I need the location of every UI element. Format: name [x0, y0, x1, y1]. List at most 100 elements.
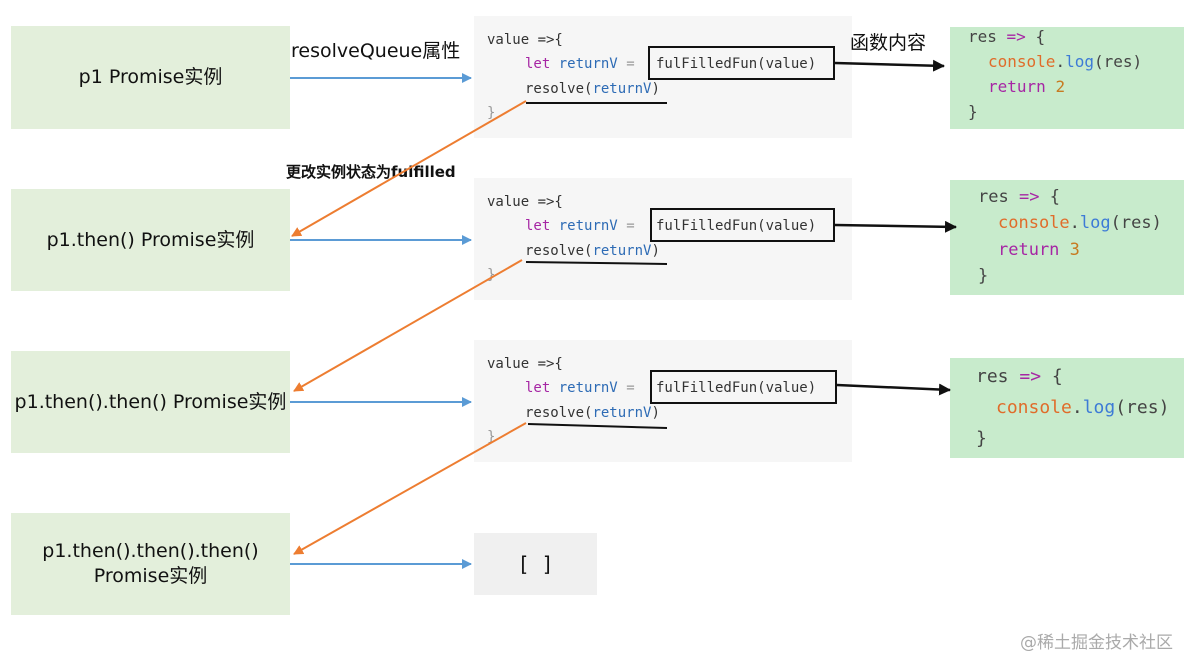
- call-highlight-box: [650, 370, 837, 404]
- code-block-2: value =>{ let returnV = fulFilledFun(val…: [474, 178, 852, 300]
- res-line-console: console.log(res): [996, 397, 1169, 418]
- resolve-queue-label: resolveQueue属性: [291, 40, 461, 62]
- dot: .: [1055, 52, 1066, 71]
- returnv-var: returnV: [558, 56, 618, 72]
- black-arrow: [834, 59, 945, 72]
- function-content-label: 函数内容: [850, 32, 927, 54]
- code-line-let: let returnV =: [525, 218, 635, 234]
- res-close-brace: }: [976, 428, 987, 449]
- res-param: res: [968, 27, 997, 46]
- call-highlight-box: [650, 208, 835, 242]
- instance-box-p1-then: p1.then() Promise实例: [11, 189, 290, 291]
- resolve-arg: returnV: [592, 243, 652, 259]
- code-block-1: value =>{ let returnV = fulFilledFun(val…: [474, 16, 852, 138]
- change-state-label: 更改实例状态为fulfilled: [286, 163, 456, 181]
- code-close-brace: }: [487, 267, 496, 283]
- code-line-arrow-fn: value =>{: [487, 32, 563, 48]
- code-call: fulFilledFun(value): [656, 218, 817, 234]
- log-word: log: [1065, 52, 1094, 71]
- instance-label: p1 Promise实例: [78, 66, 223, 89]
- resolve-underline: [527, 423, 668, 429]
- resolve-close: ): [651, 81, 660, 97]
- code-call: fulFilledFun(value): [656, 56, 817, 72]
- res-line-head: res => {: [976, 366, 1063, 387]
- return-value: 2: [1055, 77, 1066, 96]
- resolve-close: ): [651, 405, 660, 421]
- res-close-brace: }: [968, 102, 978, 121]
- instance-box-p1-then-then-then: p1.then().then().then() Promise实例: [11, 513, 290, 615]
- let-keyword: let: [525, 218, 551, 234]
- res-arrow: =>: [1018, 187, 1040, 207]
- log-args: (res): [1110, 213, 1162, 233]
- dot: .: [1071, 397, 1083, 418]
- code-call: fulFilledFun(value): [656, 380, 817, 396]
- code-close-brace: }: [487, 105, 496, 121]
- black-arrow: [834, 220, 957, 233]
- orange-arrow: [293, 422, 527, 555]
- instance-label: p1.then() Promise实例: [46, 228, 255, 251]
- instance-box-p1-then-then: p1.then().then() Promise实例: [11, 351, 290, 453]
- res-block-3: res => { console.log(res) }: [950, 358, 1184, 458]
- res-line-return: return 3: [998, 240, 1080, 260]
- returnv-var: returnV: [558, 380, 618, 396]
- orange-arrow: [291, 100, 527, 237]
- instance-box-p1: p1 Promise实例: [11, 26, 290, 129]
- res-brace: {: [1035, 27, 1046, 46]
- return-value: 3: [1069, 240, 1080, 260]
- let-keyword: let: [525, 56, 551, 72]
- log-args: (res): [1115, 397, 1170, 418]
- res-line-return: return 2: [988, 77, 1065, 96]
- dot: .: [1069, 213, 1080, 233]
- resolve-fn: resolve(: [525, 405, 593, 421]
- res-arrow: =>: [1019, 366, 1042, 387]
- res-line-console: console.log(res): [988, 52, 1142, 71]
- let-keyword: let: [525, 380, 551, 396]
- code-line-arrow-fn: value =>{: [487, 194, 563, 210]
- code-block-3: value =>{ let returnV = fulFilledFun(val…: [474, 340, 852, 462]
- resolve-close: ): [651, 243, 660, 259]
- code-line-let: let returnV =: [525, 380, 635, 396]
- equals-sign: =: [626, 380, 635, 396]
- return-keyword: return: [988, 77, 1046, 96]
- code-line-resolve: resolve(returnV): [525, 405, 660, 421]
- returnv-var: returnV: [558, 218, 618, 234]
- black-arrow: [836, 383, 951, 396]
- equals-sign: =: [626, 56, 635, 72]
- resolve-underline: [525, 261, 668, 265]
- res-param: res: [978, 187, 1009, 207]
- instance-label: p1.then().then() Promise实例: [14, 390, 287, 413]
- code-line-resolve: resolve(returnV): [525, 81, 660, 97]
- res-param: res: [976, 366, 1009, 387]
- res-block-2: res => { console.log(res) return 3 }: [950, 180, 1184, 295]
- instance-label: p1.then().then().then() Promise实例: [42, 540, 259, 587]
- res-line-console: console.log(res): [998, 213, 1162, 233]
- resolve-fn: resolve(: [525, 81, 593, 97]
- empty-queue-box: [ ]: [474, 533, 597, 595]
- log-word: log: [1082, 397, 1116, 418]
- code-close-brace: }: [487, 429, 496, 445]
- res-close-brace: }: [978, 266, 989, 286]
- res-arrow: =>: [1006, 27, 1026, 46]
- orange-arrow: [293, 259, 523, 392]
- res-block-1: res => { console.log(res) return 2 }: [950, 27, 1184, 129]
- res-line-head: res => {: [968, 27, 1045, 46]
- resolve-arg: returnV: [592, 81, 652, 97]
- res-line-head: res => {: [978, 187, 1060, 207]
- resolve-arg: returnV: [592, 405, 652, 421]
- watermark: @稀土掘金技术社区: [1020, 633, 1173, 653]
- res-brace: {: [1049, 187, 1060, 207]
- res-brace: {: [1051, 366, 1063, 387]
- code-line-resolve: resolve(returnV): [525, 243, 660, 259]
- console-word: console: [996, 397, 1072, 418]
- resolve-fn: resolve(: [525, 243, 593, 259]
- console-word: console: [988, 52, 1056, 71]
- log-word: log: [1079, 213, 1111, 233]
- console-word: console: [998, 213, 1070, 233]
- code-line-arrow-fn: value =>{: [487, 356, 563, 372]
- log-args: (res): [1093, 52, 1143, 71]
- call-highlight-box: [648, 46, 835, 80]
- return-keyword: return: [998, 240, 1060, 260]
- empty-queue-label: [ ]: [517, 552, 554, 576]
- code-line-let: let returnV =: [525, 56, 635, 72]
